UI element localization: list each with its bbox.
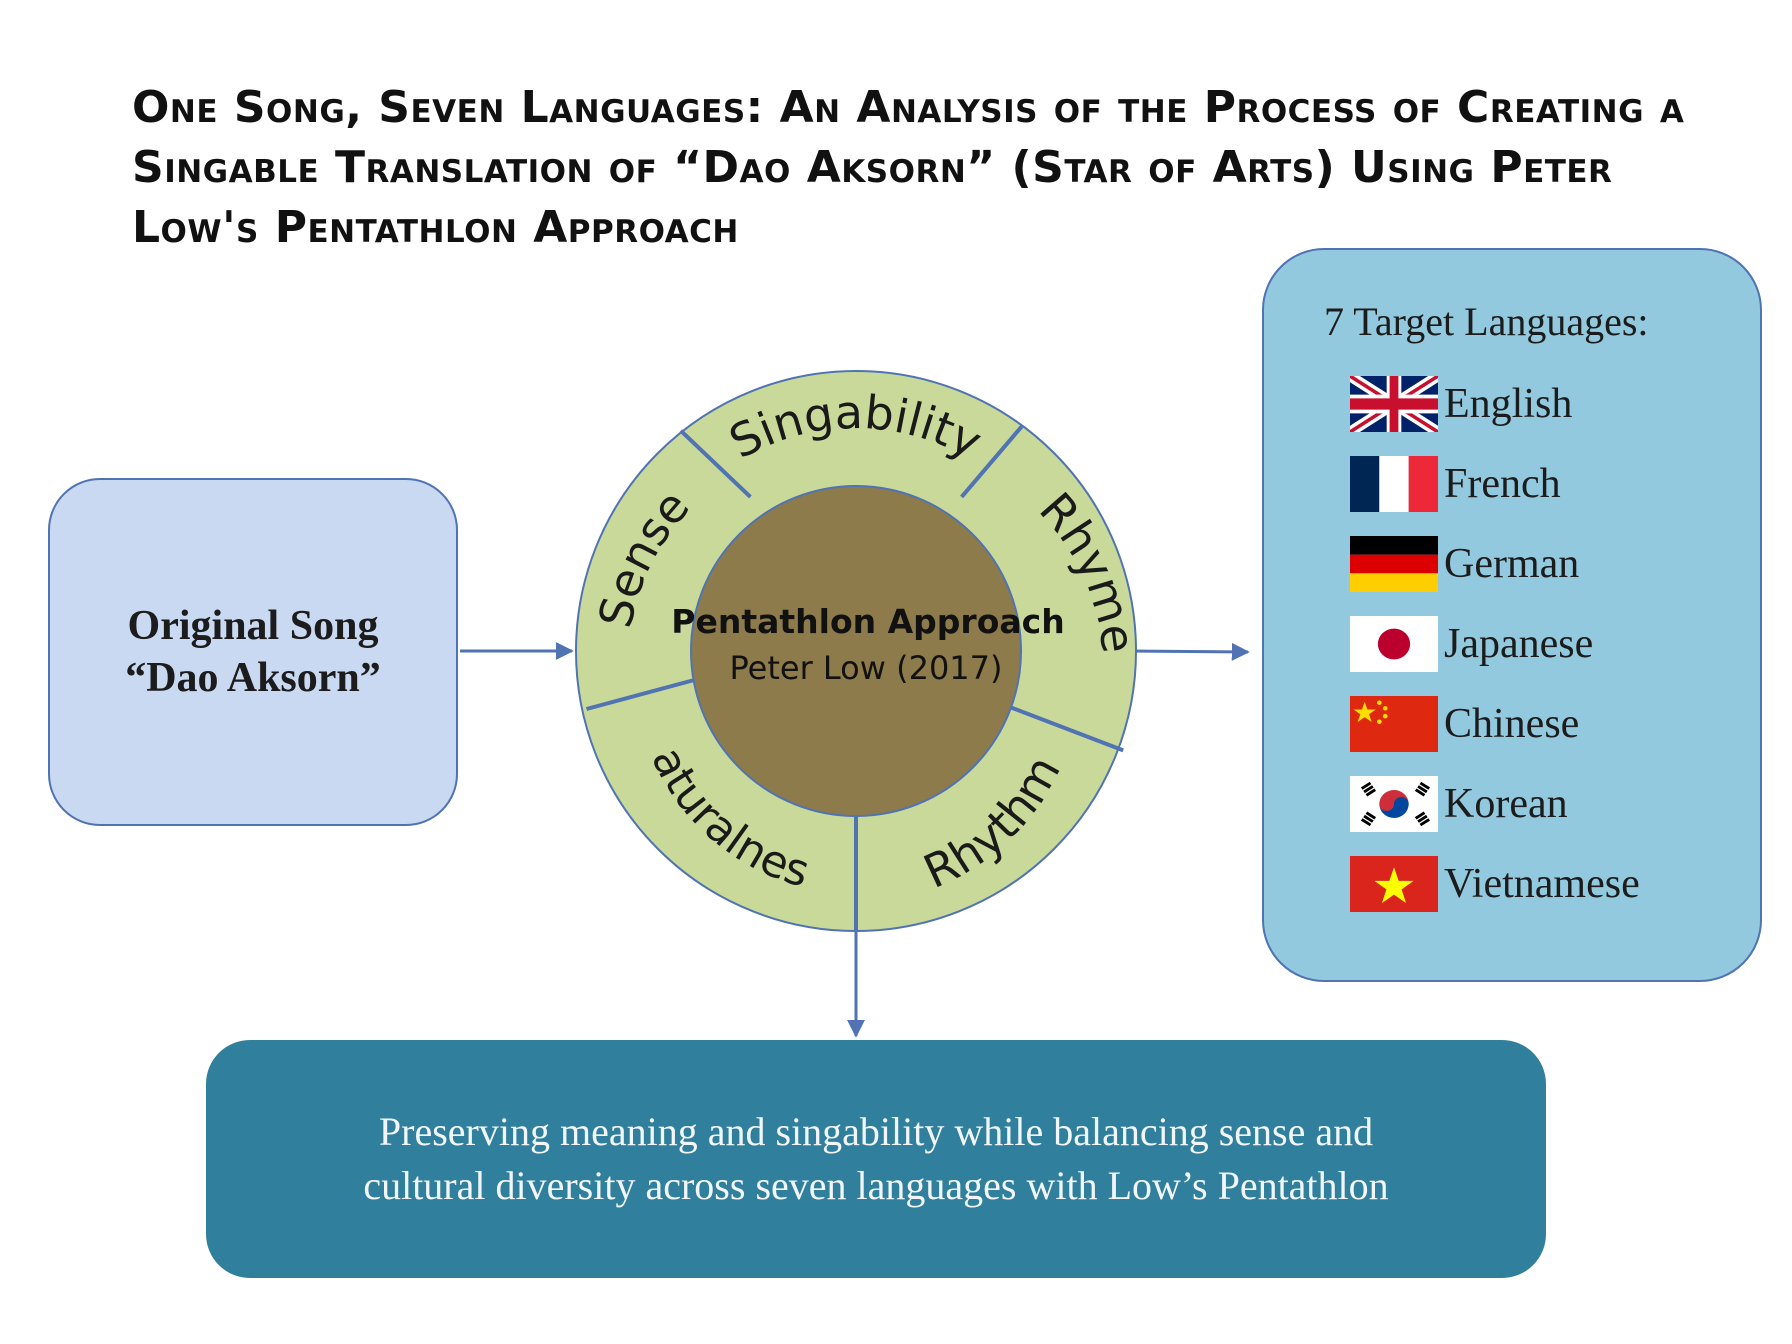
language-item-french: French [1350,456,1561,512]
wheel-dividers [585,425,1124,931]
language-name: Chinese [1444,701,1580,747]
wheel-center [690,485,1022,817]
summary-box: Preserving meaning and singability while… [206,1040,1546,1278]
source-line-1: Original Song [127,603,379,649]
page-title: One Song, Seven Languages: An Analysis o… [132,78,1685,258]
language-item-vietnamese: Vietnamese [1350,856,1640,912]
divider-1 [679,429,752,499]
language-name: German [1444,541,1580,587]
language-item-chinese: Chinese [1350,696,1579,752]
arrow-wheel-to-languages [1133,642,1250,661]
korea-flag-icon [1350,776,1438,832]
target-languages-box: 7 Target Languages: English French Germa… [1262,248,1762,982]
language-item-japanese: Japanese [1350,616,1593,672]
japan-flag-icon [1350,616,1438,672]
summary-line-2: cultural diversity across seven language… [363,1163,1389,1208]
language-name: Japanese [1444,621,1594,667]
source-line-2: “Dao Aksorn” [125,655,381,701]
title-line-3: Low's Pentathlon Approach [132,202,739,253]
center-title: Pentathlon Approach [671,602,1064,641]
original-song-box: Original Song “Dao Aksorn” [48,478,458,826]
language-item-english: English [1350,376,1572,432]
language-name: French [1444,461,1561,507]
china-flag-icon [1350,696,1438,752]
divider-3 [1009,705,1124,753]
language-name: English [1444,381,1573,427]
summary-line-1: Preserving meaning and singability while… [378,1109,1374,1154]
language-name: Korean [1444,781,1568,827]
france-flag-icon [1350,456,1438,512]
language-item-korean: Korean [1350,776,1568,832]
divider-2 [960,425,1024,499]
germany-flag-icon [1350,536,1438,592]
title-line-1: One Song, Seven Languages: An Analysis o… [132,82,1685,133]
vietnam-flag-icon [1350,856,1438,912]
languages-title: 7 Target Languages: [1324,299,1649,344]
language-name: Vietnamese [1444,861,1640,907]
center-subtitle: Peter Low (2017) [730,649,1003,687]
divider-5 [585,676,701,711]
title-line-2: Singable Translation of “Dao Aksorn” (St… [132,142,1613,193]
uk-flag-icon [1350,376,1438,432]
language-item-german: German [1350,536,1579,592]
